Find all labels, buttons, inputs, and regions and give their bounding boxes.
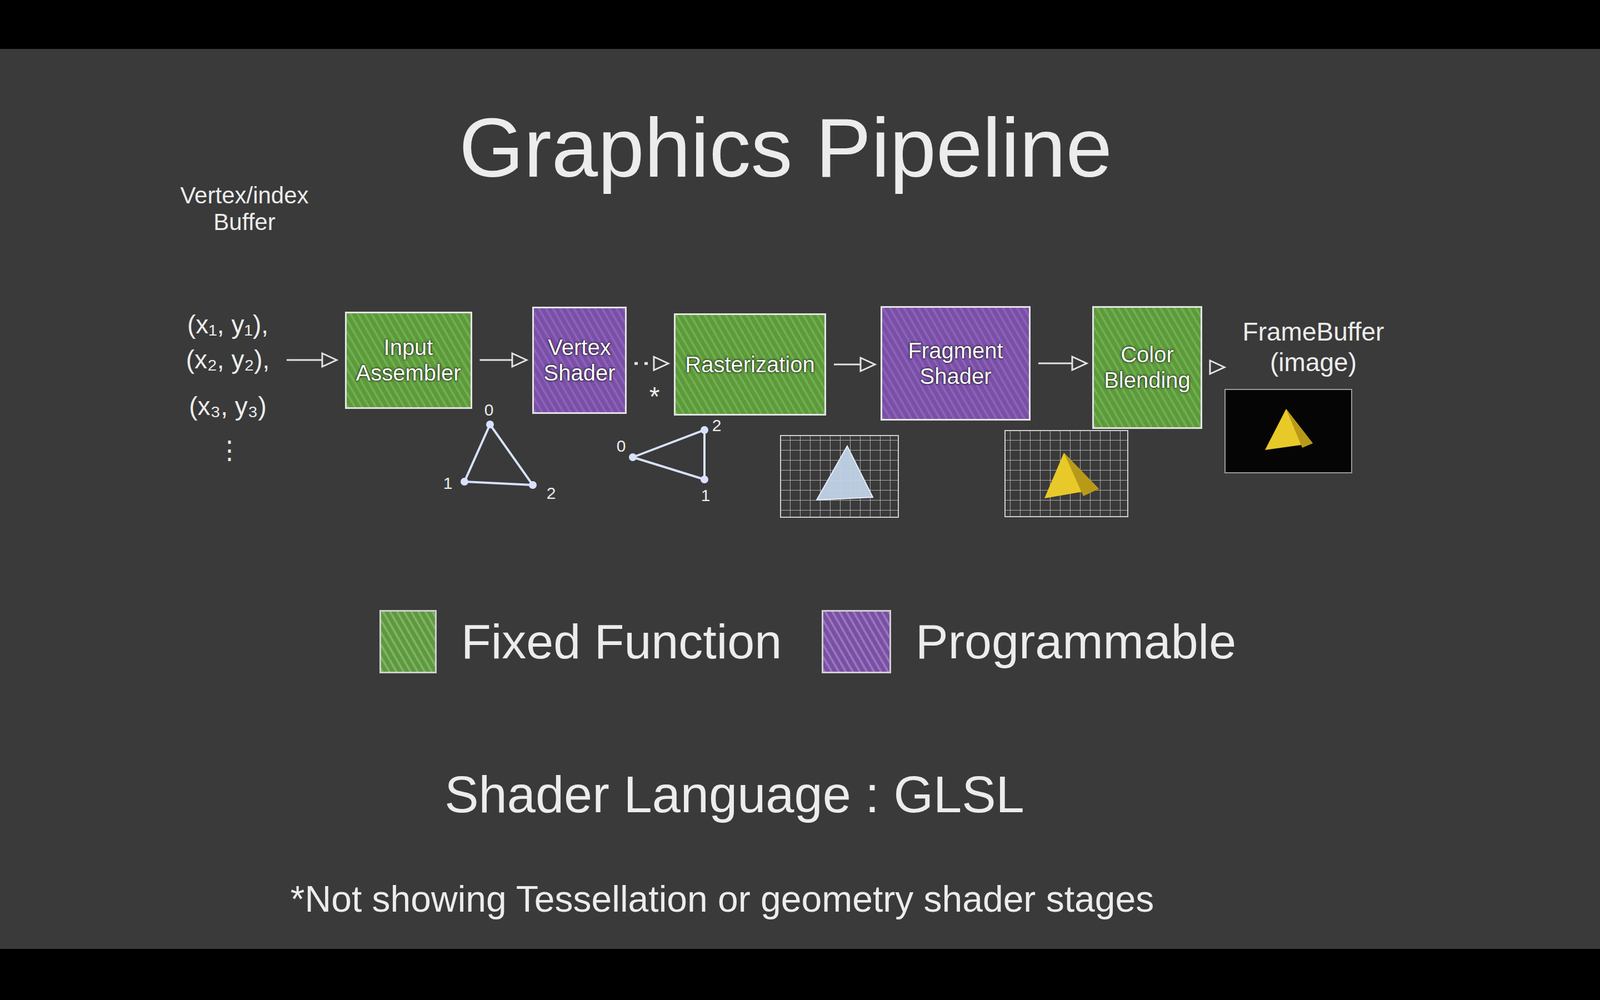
language-note: Shader Language : GLSL — [444, 765, 1025, 824]
figure-label: * — [649, 381, 660, 412]
shaded-grid — [1005, 430, 1128, 517]
pipeline-arrow — [1038, 356, 1087, 370]
figure-label: (x₃, y₃) — [188, 391, 267, 422]
stage-label: Vertex Shader — [533, 334, 625, 386]
figure-label: 1 — [443, 473, 453, 493]
framebuffer: FrameBuffer (image) — [1230, 316, 1397, 378]
stage-label: Color Blending — [1093, 341, 1201, 393]
pipeline-arrow — [833, 357, 875, 372]
letterbox-bar — [0, 0, 1600, 49]
figure-label: 1 — [701, 486, 711, 505]
triangle-figure — [461, 421, 536, 488]
rendered-image — [1224, 388, 1353, 474]
programmable-stage: Fragment Shader — [880, 306, 1031, 421]
legend-text: Fixed Function — [461, 613, 782, 670]
fragment-grid — [780, 435, 899, 518]
triangle-figure — [630, 427, 708, 483]
figure-label: 2 — [546, 483, 557, 503]
input-arrow — [286, 353, 337, 367]
figure-label: (x₂, y₂), — [186, 344, 270, 375]
footnote: *Not showing Tessellation or geometry sh… — [290, 877, 1154, 920]
programmable-stage: Vertex Shader — [532, 306, 627, 414]
figure-label: 0 — [484, 400, 494, 420]
figure-label: ⋮ — [216, 435, 243, 465]
legend-text: Programmable — [915, 613, 1237, 670]
pipeline-arrow — [1210, 360, 1225, 374]
fixed-function-stage: Rasterization — [673, 313, 827, 416]
fixed-function-stage: Color Blending — [1092, 306, 1203, 429]
figure-label: Vertex/index Buffer — [177, 182, 312, 236]
figure-label: 0 — [616, 436, 627, 456]
letterbox-bar — [0, 948, 1600, 1000]
fixed-function-stage: Input Assembler — [345, 311, 473, 409]
figure-label: 2 — [712, 416, 722, 435]
pipeline-arrow — [480, 353, 528, 367]
stage-label: Fragment Shader — [882, 337, 1029, 389]
pipeline-arrow — [634, 356, 669, 370]
figure-label: (x₁, y₁), — [187, 309, 269, 340]
stage-label: Rasterization — [685, 351, 815, 378]
diagram-title: Graphics Pipeline — [458, 100, 1113, 197]
framebuffer-label: FrameBuffer (image) — [1230, 316, 1397, 378]
stage-label: Input Assembler — [346, 334, 471, 386]
legend-swatch — [821, 610, 892, 674]
legend-swatch — [379, 610, 437, 674]
